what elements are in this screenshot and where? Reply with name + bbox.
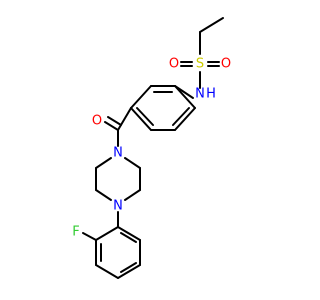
bond-carbonyl-a bbox=[104, 121, 119, 131]
bond-ring2-inner-3 bbox=[120, 232, 137, 243]
atom-label-sulfur: S bbox=[196, 57, 204, 72]
atom-label-amide-hydrogen: H bbox=[206, 87, 216, 102]
bond-ring2-1 bbox=[95, 226, 119, 241]
atom-labels: O S O N H O N N F bbox=[72, 57, 231, 240]
atom-label-piperazine-nitrogen-top: N bbox=[113, 146, 123, 161]
bond-ring2-3 bbox=[95, 264, 119, 279]
atom-label-piperazine-nitrogen-bottom: N bbox=[113, 199, 123, 214]
atom-label-fluorine: F bbox=[72, 225, 79, 240]
bond-pip-3 bbox=[95, 189, 112, 201]
bond-ring1-carbonyl bbox=[117, 107, 132, 131]
bond-ring2-6 bbox=[117, 226, 141, 241]
bond-ring1-inner-2 bbox=[136, 107, 154, 126]
bond-pip-1 bbox=[95, 157, 112, 169]
atom-label-amide-nitrogen: N bbox=[195, 87, 205, 102]
bond-pip-4 bbox=[124, 189, 141, 201]
bond-ring1-6 bbox=[174, 85, 196, 109]
bond-ring2-inner-2 bbox=[120, 262, 137, 273]
bond-pip-6 bbox=[124, 157, 141, 169]
atom-label-carbonyl-oxygen: O bbox=[92, 114, 102, 129]
atom-label-oxygen-sulfonyl-right: O bbox=[221, 57, 231, 72]
bonds bbox=[82, 17, 224, 279]
molecule-structure-diagram: O S O N H O N N F bbox=[72, 17, 231, 279]
bond-ring2-4 bbox=[117, 264, 141, 279]
bond-ring1-5 bbox=[174, 107, 196, 131]
bond-ethyl-ch3-ch2 bbox=[199, 17, 224, 33]
atom-label-oxygen-sulfonyl-left: O bbox=[169, 57, 179, 72]
bond-ring1-2 bbox=[130, 85, 152, 109]
bond-ring1-inner-3 bbox=[172, 107, 190, 126]
bond-ring1-3 bbox=[130, 107, 152, 131]
bond-c-f bbox=[82, 232, 97, 241]
bond-carbonyl-b bbox=[107, 116, 122, 126]
